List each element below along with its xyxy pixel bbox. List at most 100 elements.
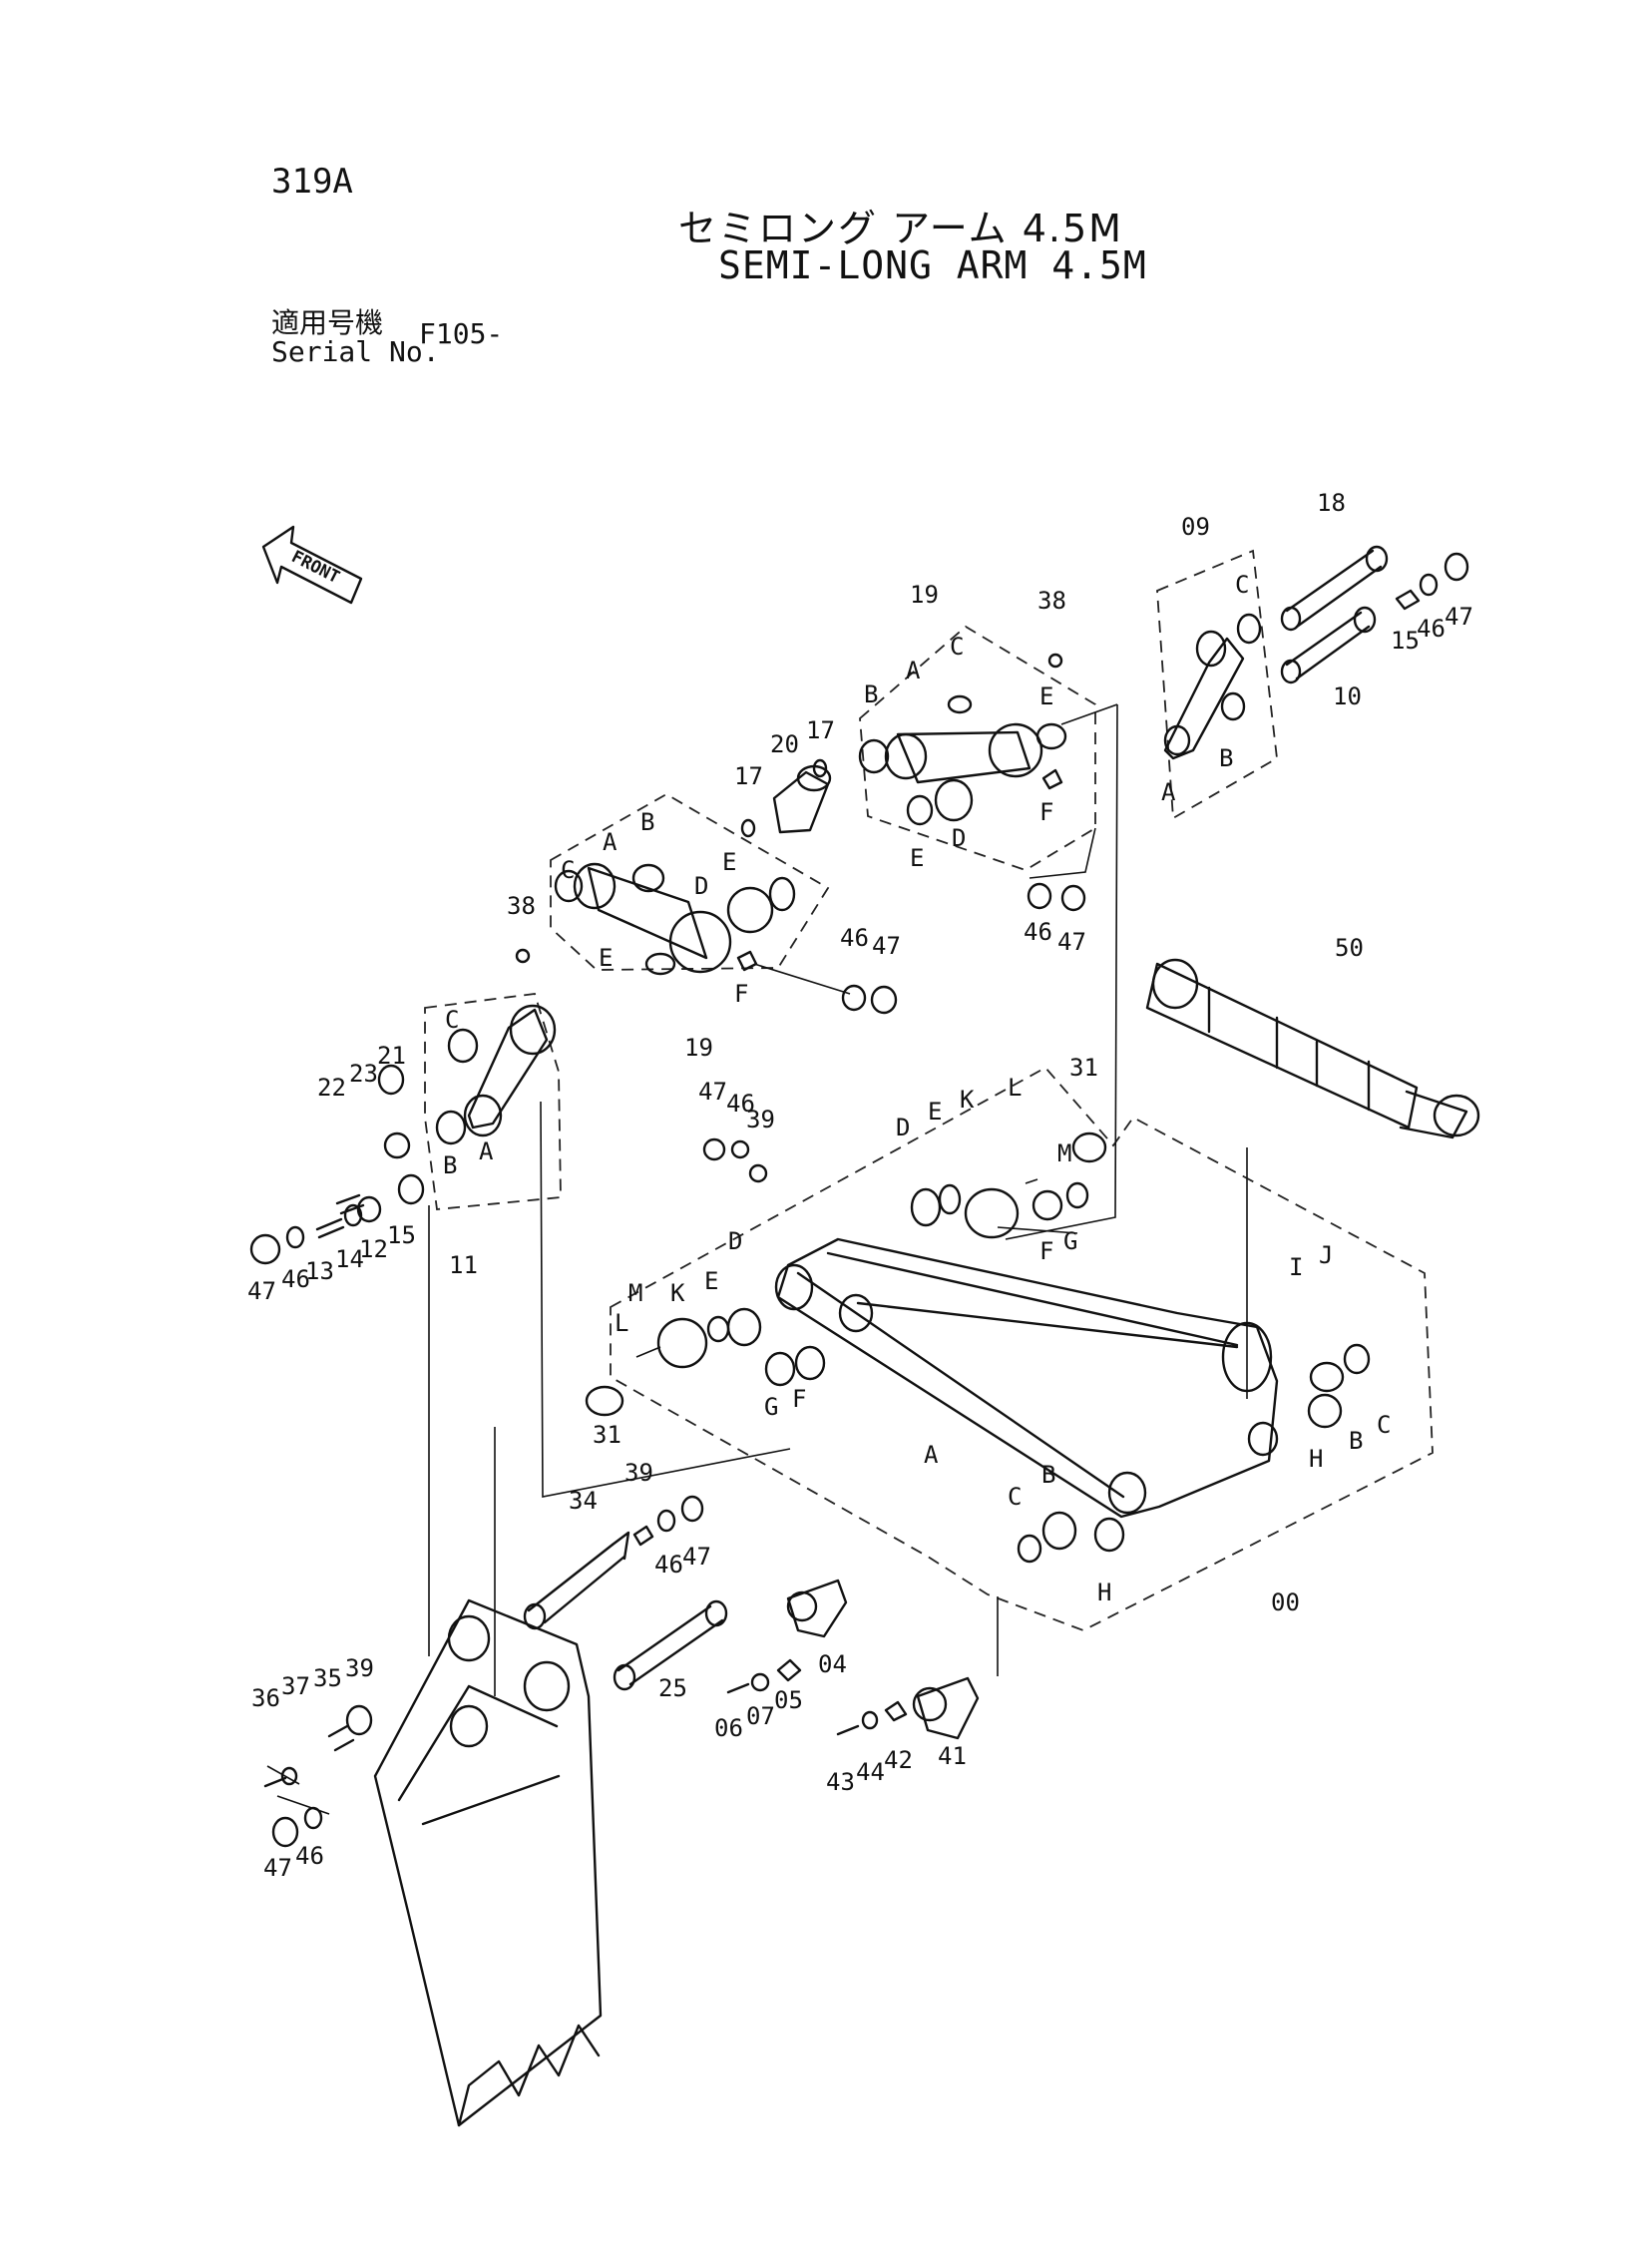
callout-11: 11	[449, 1251, 478, 1279]
group-box-11	[424, 993, 562, 1210]
serial-number-value: F105-	[419, 317, 504, 350]
callout-39: 39	[746, 1106, 775, 1133]
pin-04	[726, 1579, 848, 1694]
letter-d: D	[728, 1227, 742, 1255]
letter-e: E	[928, 1098, 942, 1126]
callout-07: 07	[746, 1702, 775, 1730]
callout-39: 39	[624, 1459, 653, 1487]
callout-47: 47	[263, 1854, 292, 1882]
leader-lines	[428, 703, 1248, 1696]
callout-15: 15	[387, 1221, 416, 1249]
callout-47: 47	[1445, 603, 1473, 631]
letter-e: E	[599, 944, 613, 972]
callout-37: 37	[281, 1672, 310, 1700]
callout-46: 46	[295, 1842, 324, 1870]
letter-c: C	[445, 1006, 459, 1034]
callout-50: 50	[1335, 934, 1364, 962]
pin-10	[1280, 606, 1377, 684]
letter-e: E	[1039, 682, 1053, 710]
callout-38: 38	[507, 892, 536, 920]
letter-j: J	[1319, 1241, 1333, 1269]
callout-38: 38	[1037, 587, 1066, 615]
callout-21: 21	[377, 1042, 406, 1070]
letter-m: M	[628, 1279, 642, 1307]
callout-47: 47	[247, 1277, 276, 1305]
reference-letters: C B A A C B E D E F A B C D E E F C B A …	[443, 571, 1391, 1606]
page-code: 319A	[271, 162, 353, 202]
callout-47: 47	[682, 1543, 711, 1571]
letter-c: C	[950, 633, 964, 661]
letter-g: G	[764, 1393, 778, 1421]
page-title-english: SEMI-LONG ARM 4.5M	[718, 243, 1147, 287]
callout-42: 42	[884, 1746, 913, 1774]
arm-plates-upper	[585, 1132, 1107, 1417]
callout-19: 19	[910, 581, 939, 609]
letter-b: B	[1041, 1461, 1055, 1489]
callout-19: 19	[684, 1034, 713, 1062]
front-arrow-icon: FRONT	[261, 525, 363, 605]
cylinder-50	[1145, 958, 1480, 1139]
letter-h: H	[1097, 1579, 1111, 1606]
callout-47: 47	[698, 1078, 727, 1106]
letter-g: G	[1063, 1227, 1077, 1255]
letter-c: C	[1235, 571, 1249, 599]
letter-d: D	[896, 1114, 910, 1141]
letter-e: E	[704, 1267, 718, 1295]
letter-e: E	[910, 844, 924, 872]
group-box-00	[610, 1066, 1434, 1631]
callout-31: 31	[593, 1421, 621, 1449]
callout-34: 34	[569, 1487, 598, 1515]
link-09	[1163, 613, 1262, 760]
letter-f: F	[792, 1385, 806, 1413]
callout-46: 46	[654, 1551, 683, 1579]
callout-12: 12	[359, 1235, 388, 1263]
callout-23: 23	[349, 1060, 378, 1088]
callout-46: 46	[281, 1265, 310, 1293]
pin-34	[523, 1495, 704, 1630]
callout-05: 05	[774, 1686, 803, 1714]
letter-b: B	[864, 680, 878, 708]
callout-04: 04	[818, 1650, 847, 1678]
letter-a: A	[603, 828, 618, 856]
callout-13: 13	[305, 1257, 334, 1285]
callout-31: 31	[1069, 1054, 1098, 1082]
page-title-japanese: セミロング アーム 4.5M	[678, 207, 1123, 250]
callout-39: 39	[345, 1654, 374, 1682]
callout-22: 22	[317, 1074, 346, 1102]
arm-00	[774, 1237, 1371, 1564]
callout-46: 46	[726, 1090, 755, 1118]
link-19-upper	[858, 694, 1118, 912]
letter-e: E	[722, 848, 736, 876]
letter-b: B	[640, 808, 654, 836]
callout-18: 18	[1317, 489, 1346, 517]
letter-b: B	[443, 1151, 457, 1179]
callout-06: 06	[714, 1714, 743, 1742]
bushing-20	[740, 653, 1063, 838]
pin-41	[836, 1676, 980, 1740]
serial-label-english: Serial No.	[271, 335, 440, 368]
bucket	[263, 1598, 603, 2127]
callout-14: 14	[335, 1245, 364, 1273]
link-19-lower	[515, 862, 898, 1015]
letter-d: D	[694, 872, 708, 900]
letter-k: K	[670, 1279, 685, 1307]
washer-bolt-47-46-13-14	[249, 1195, 382, 1265]
pin-25	[613, 1599, 728, 1691]
callout-41: 41	[938, 1742, 967, 1770]
callout-20: 20	[770, 730, 799, 758]
callout-17: 17	[806, 716, 835, 744]
letter-f: F	[1039, 798, 1053, 826]
callout-25: 25	[658, 1674, 687, 1702]
letter-i: I	[1289, 1253, 1303, 1281]
callout-15: 15	[1391, 627, 1420, 655]
letter-a: A	[906, 657, 921, 684]
letter-c: C	[561, 856, 575, 884]
callout-44: 44	[856, 1758, 885, 1786]
callout-43: 43	[826, 1768, 855, 1796]
callout-09: 09	[1181, 513, 1210, 541]
callout-46: 46	[840, 924, 869, 952]
letter-l: L	[615, 1309, 628, 1337]
callout-47: 47	[872, 932, 901, 960]
callout-47: 47	[1057, 928, 1086, 956]
